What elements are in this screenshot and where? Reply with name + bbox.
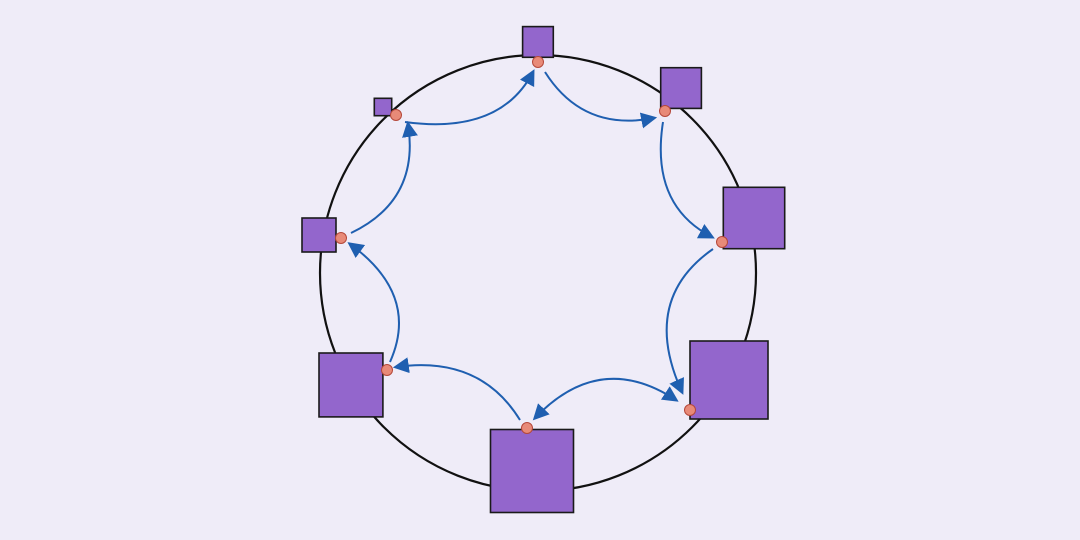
node-port-n6 xyxy=(381,364,393,376)
node-square-n7 xyxy=(301,217,337,253)
node-port-n7 xyxy=(335,232,347,244)
node-port-n8 xyxy=(390,109,402,121)
node-port-n4 xyxy=(684,404,696,416)
edge-arrow-n5-n6 xyxy=(392,357,521,421)
edge-arrow-n3-n4 xyxy=(665,248,714,395)
node-square-n1 xyxy=(521,25,555,59)
node-square-n6 xyxy=(318,352,384,418)
ring xyxy=(318,53,758,493)
edge-arrow-n1-n2 xyxy=(544,71,658,129)
node-port-n1 xyxy=(532,56,544,68)
node-square-n5 xyxy=(489,428,575,514)
node-square-n3 xyxy=(722,186,786,250)
edges-layer xyxy=(347,69,715,421)
node-square-n4 xyxy=(689,340,769,420)
edge-arrow-n2-n3 xyxy=(659,121,715,239)
nodes-layer xyxy=(301,25,786,514)
edge-arrow-n6-n7 xyxy=(347,242,400,363)
edge-arrow-n4-n5 xyxy=(532,377,679,421)
node-port-n2 xyxy=(659,105,671,117)
node-port-n5 xyxy=(521,422,533,434)
node-port-n3 xyxy=(716,236,728,248)
edge-arrow-n8-n1 xyxy=(404,69,535,126)
node-square-n8 xyxy=(373,97,393,117)
edge-arrow-n7-n8 xyxy=(350,120,418,234)
node-square-n2 xyxy=(659,66,703,110)
ports-layer xyxy=(335,56,728,434)
